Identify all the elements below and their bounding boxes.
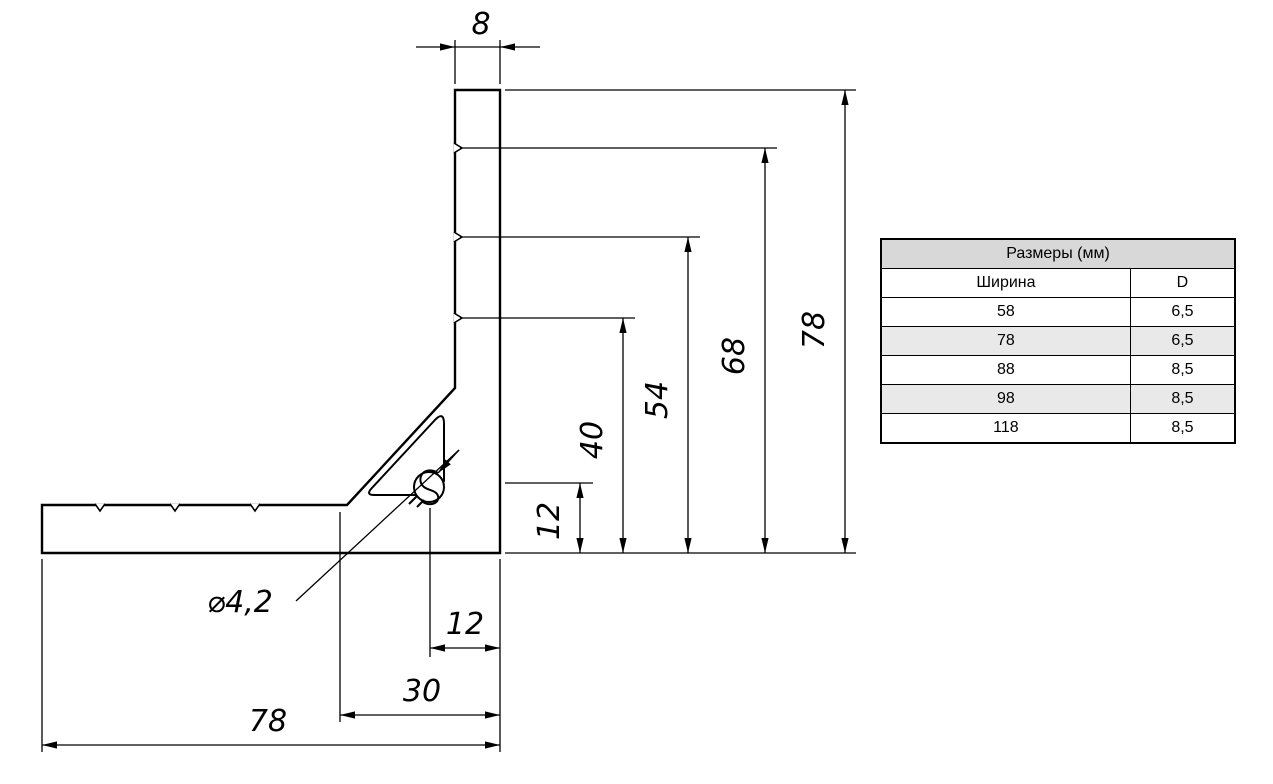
dim-height-12: 12 (505, 482, 593, 553)
break-notch (94, 503, 106, 513)
size-table-title: Размеры (мм) (880, 238, 1236, 269)
dim-top-width: 8 (416, 7, 540, 84)
dim-label-40: 40 (575, 421, 610, 459)
dim-label-68: 68 (717, 337, 752, 375)
dim-total-height: 78 (505, 89, 856, 554)
dim-label-width-30: 30 (403, 674, 441, 709)
dim-width-30: 30 (339, 512, 500, 722)
dim-label-width-78: 78 (249, 704, 287, 739)
dim-label-width-12: 12 (446, 607, 484, 642)
dim-label-hole-diameter: ⌀4,2 (207, 585, 273, 620)
cell-d: 8,5 (1129, 413, 1236, 444)
dim-label-total-height: 78 (797, 311, 832, 349)
channel-slot-line (408, 495, 418, 505)
dim-width-12: 12 (429, 508, 501, 752)
dim-label-54: 54 (640, 381, 675, 419)
cell-width: 118 (880, 413, 1131, 444)
table-row: 88 8,5 (880, 355, 1236, 385)
col-header-width: Ширина (880, 268, 1131, 298)
screw-channel-thread-symbol (419, 469, 440, 506)
cell-width: 88 (880, 355, 1131, 385)
table-row: 78 6,5 (880, 326, 1236, 356)
col-header-d: D (1129, 268, 1236, 298)
dim-label-top-width: 8 (471, 7, 490, 42)
cell-d: 8,5 (1129, 355, 1236, 385)
dim-label-height-12: 12 (532, 502, 567, 540)
table-row: 98 8,5 (880, 384, 1236, 414)
dim-height-68: 68 (460, 147, 777, 553)
size-table: Размеры (мм) Ширина D 58 6,5 78 6,5 88 8… (880, 238, 1236, 444)
channel-slot-line (416, 499, 425, 508)
table-row: 118 8,5 (880, 413, 1236, 444)
dim-width-78: 78 (41, 559, 500, 752)
cell-d: 6,5 (1129, 326, 1236, 356)
cell-d: 8,5 (1129, 384, 1236, 414)
dim-height-54: 54 (460, 236, 700, 553)
cell-d: 6,5 (1129, 297, 1236, 327)
cell-width: 98 (880, 384, 1131, 414)
break-notch (249, 503, 261, 513)
cell-width: 58 (880, 297, 1131, 327)
cell-width: 78 (880, 326, 1131, 356)
break-notch (169, 503, 181, 513)
profile-outline (40, 88, 502, 555)
dim-height-40: 40 (460, 317, 635, 553)
leader-hole-diameter: ⌀4,2 (207, 449, 460, 620)
table-row: 58 6,5 (880, 297, 1236, 327)
